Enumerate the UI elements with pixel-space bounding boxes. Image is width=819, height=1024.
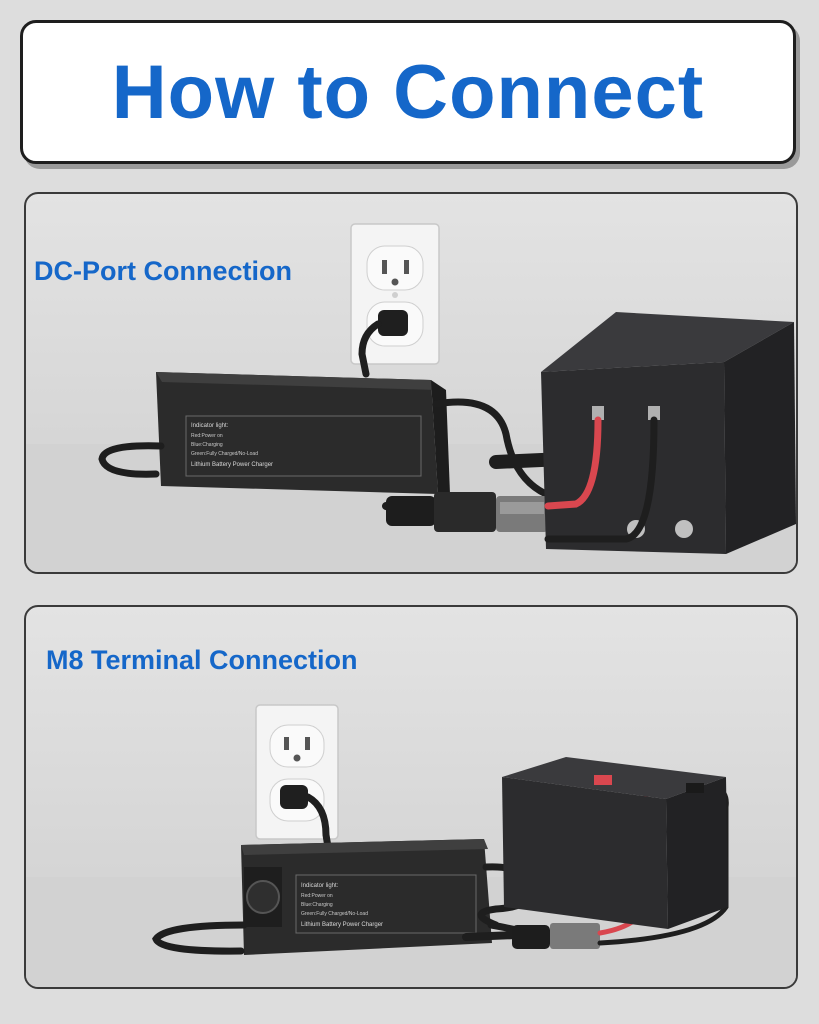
- m8-terminal-illustration: Indicator light: Red:Power on Blue:Charg…: [26, 704, 796, 987]
- charger-icon: Indicator light: Red:Power on Blue:Charg…: [241, 839, 492, 955]
- dc-port-illustration: Indicator light: Red:Power on Blue:Charg…: [26, 223, 796, 572]
- dc-port-label: DC-Port Connection: [34, 256, 292, 286]
- charger-label-line: Red:Power on: [301, 893, 333, 899]
- charger-label-line: Indicator light:: [191, 423, 229, 429]
- charger-label-line: Red:Power on: [191, 433, 223, 439]
- dc-port-panel: Indicator light: Red:Power on Blue:Charg…: [24, 192, 798, 574]
- charger-label-line: Green:Fully Charged/No-Load: [191, 451, 258, 457]
- m8-terminal-label: M8 Terminal Connection: [46, 645, 358, 675]
- charger-label-line: Blue:Charging: [191, 442, 223, 448]
- power-plug-icon: [280, 785, 332, 851]
- charger-label-line: Lithium Battery Power Charger: [301, 922, 383, 928]
- battery-icon: [502, 757, 728, 929]
- power-plug-icon: [358, 310, 408, 378]
- title-banner: How to Connect: [20, 20, 796, 164]
- charger-label-line: Lithium Battery Power Charger: [191, 462, 273, 468]
- charger-label-line: Green:Fully Charged/No-Load: [301, 911, 368, 917]
- m8-terminal-panel: Indicator light: Red:Power on Blue:Charg…: [24, 605, 798, 989]
- battery-icon: [541, 312, 796, 554]
- page-title: How to Connect: [111, 49, 705, 135]
- charger-label-line: Indicator light:: [301, 883, 339, 889]
- charger-icon: Indicator light: Red:Power on Blue:Charg…: [156, 372, 450, 494]
- charger-label-line: Blue:Charging: [301, 902, 333, 908]
